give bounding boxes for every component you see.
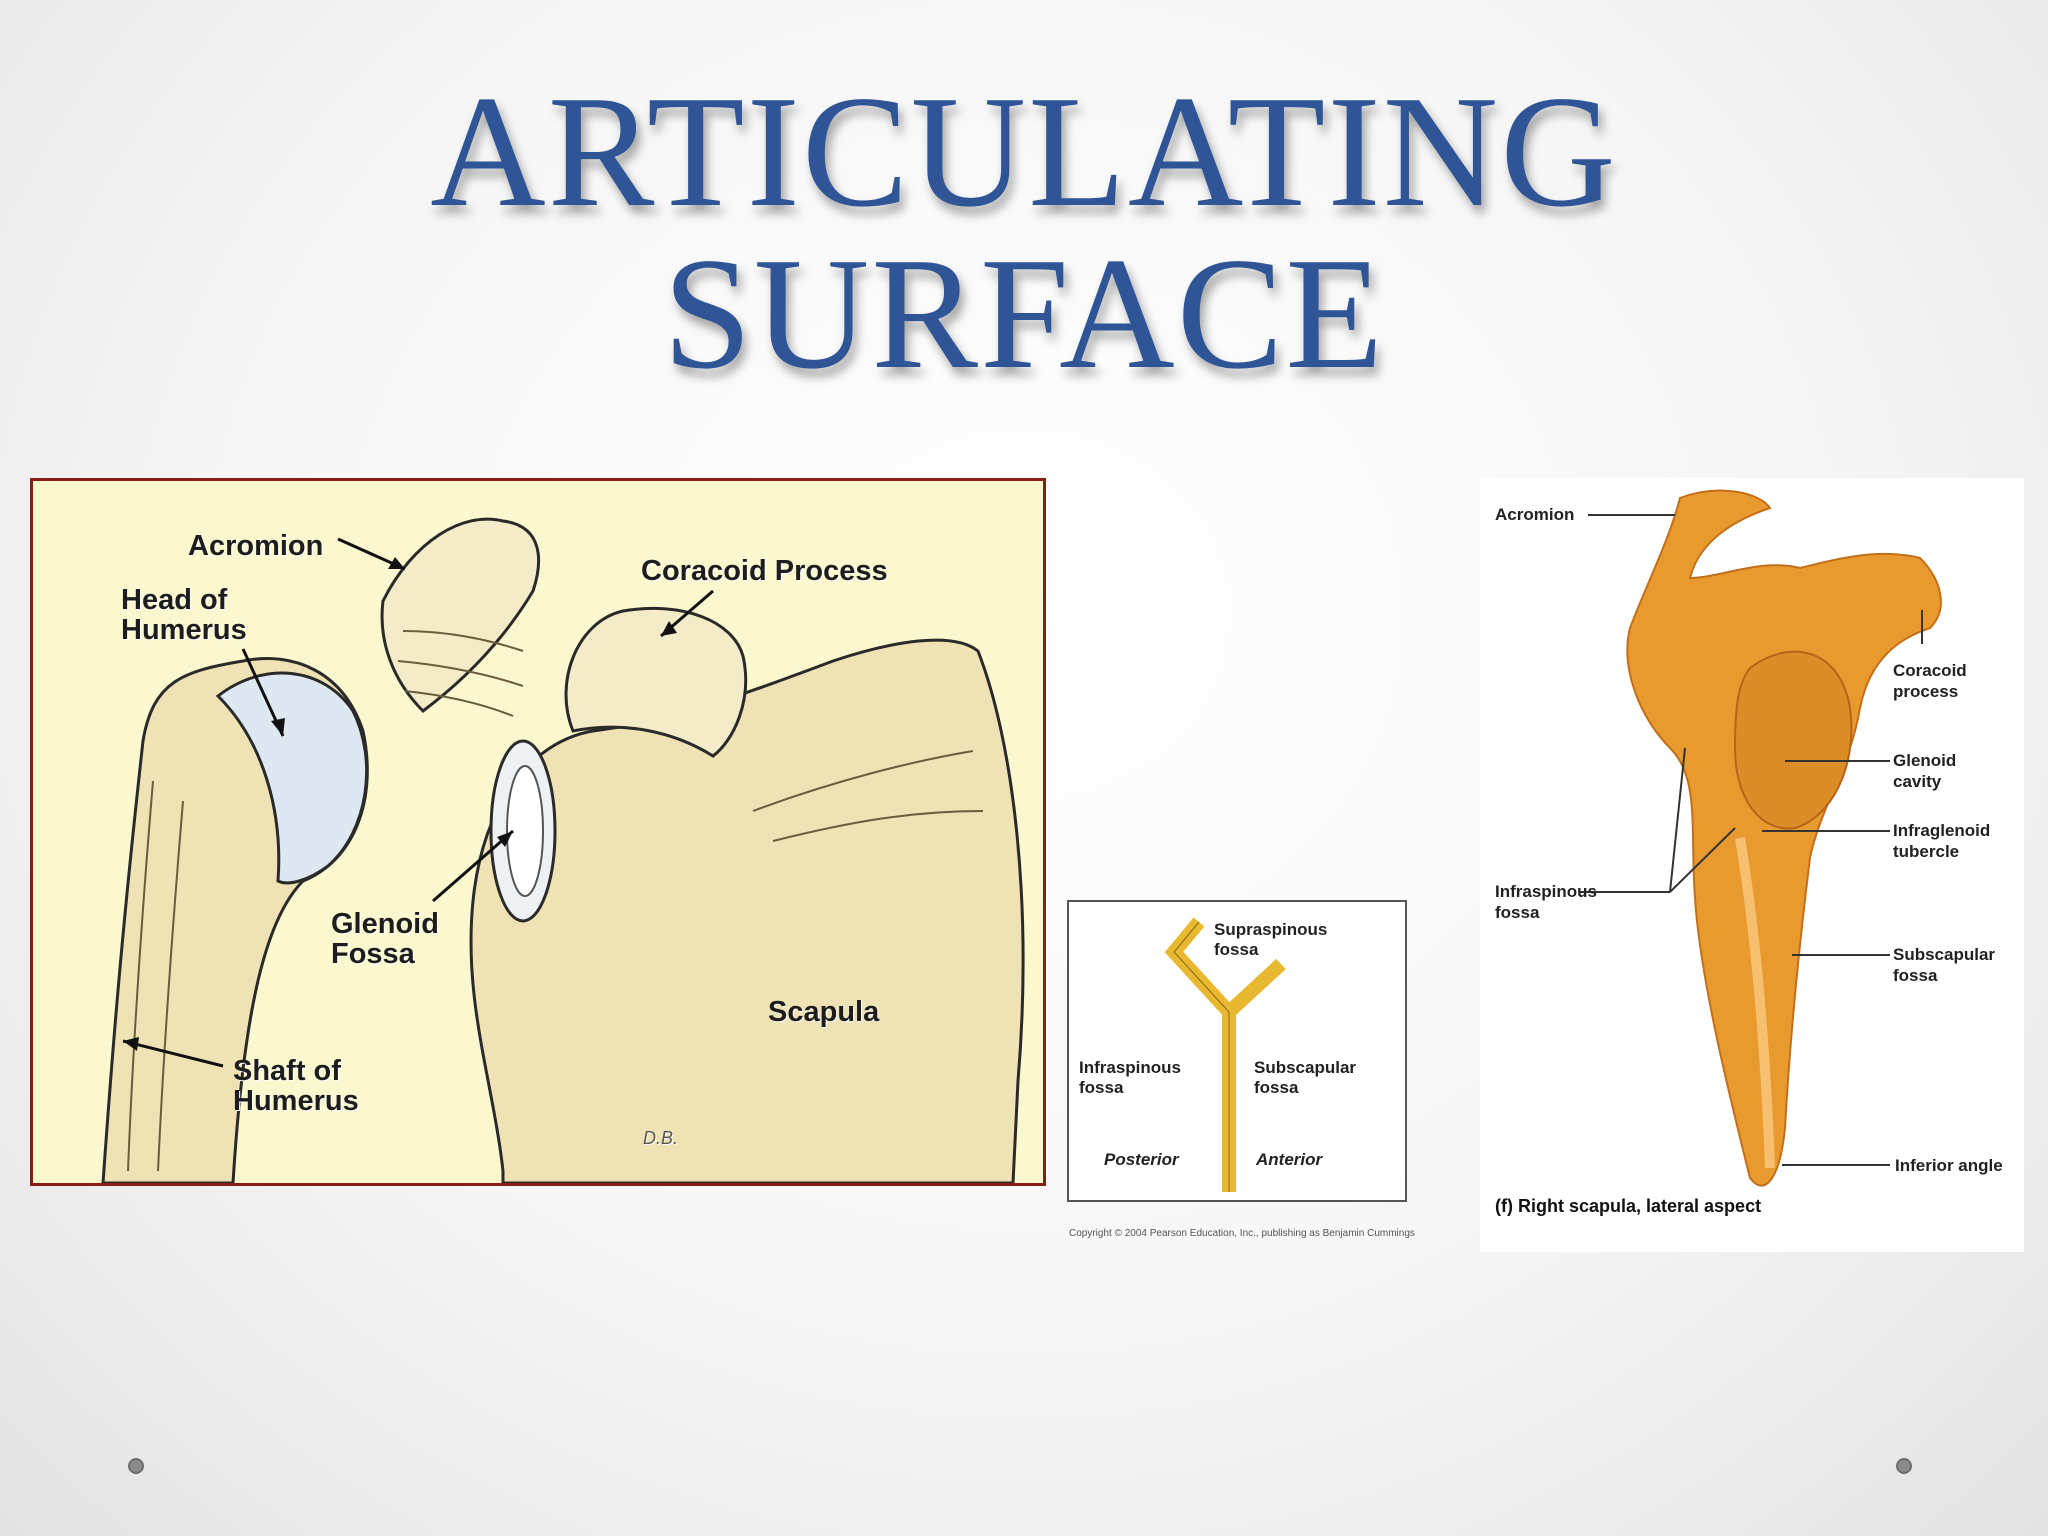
humerus-head-shape — [215, 671, 369, 885]
fossa-schematic: Supraspinous fossa Infraspinous fossa Su… — [1067, 900, 1407, 1202]
label-infraspinous-fossa-lateral: Infraspinous fossa — [1495, 882, 1598, 922]
label-subscapular-fossa: Subscapular fossa — [1254, 1058, 1357, 1097]
figure-caption: (f) Right scapula, lateral aspect — [1495, 1196, 1762, 1216]
slide-corner-dot-right — [1896, 1458, 1912, 1474]
label-coracoid-process: Coracoid Process — [641, 555, 888, 587]
label-posterior: Posterior — [1104, 1150, 1179, 1169]
coracoid-shape — [564, 606, 748, 758]
label-anterior: Anterior — [1256, 1150, 1323, 1169]
shoulder-joint-illustration: Acromion Head of Humerus Coracoid Proces… — [30, 478, 1046, 1186]
slide-title-line-1: ARTICULATING — [430, 62, 1618, 240]
label-supraspinous-fossa: Supraspinous fossa — [1214, 920, 1328, 959]
label-glenoid-fossa: Glenoid Fossa — [331, 908, 439, 970]
artist-signature: D.B. — [643, 1128, 679, 1148]
acromion-shape — [380, 517, 540, 713]
slide-title: ARTICULATING SURFACE — [0, 70, 2048, 394]
y-shape — [1164, 917, 1236, 1192]
scapula-lateral-drawing — [1580, 489, 1942, 1187]
label-subscapular-fossa-lateral: Subscapular fossa — [1893, 945, 1996, 985]
scapula-shape — [469, 638, 1025, 1183]
copyright-notice: Copyright © 2004 Pearson Education, Inc.… — [1069, 1228, 1415, 1239]
label-acromion-lateral: Acromion — [1495, 505, 1575, 524]
label-infraglenoid-tubercle: Infraglenoid tubercle — [1893, 821, 1991, 861]
scapula-lateral-illustration: Acromion Coracoid process Glenoid cavity… — [1480, 478, 2024, 1252]
slide-corner-dot-left — [128, 1458, 144, 1474]
glenoid-cavity-shape — [1733, 650, 1853, 830]
slide-title-line-2: SURFACE — [662, 224, 1386, 402]
label-coracoid-process-lateral: Coracoid process — [1893, 661, 1967, 701]
label-scapula: Scapula — [768, 996, 880, 1028]
scapula-lateral-shape — [1626, 489, 1942, 1187]
label-acromion: Acromion — [188, 530, 324, 562]
label-infraspinous-fossa: Infraspinous fossa — [1079, 1058, 1182, 1097]
label-inferior-angle: Inferior angle — [1895, 1156, 2003, 1175]
label-shaft-of-humerus: Shaft of Humerus — [233, 1055, 359, 1117]
shoulder-joint-drawing — [101, 517, 1025, 1183]
y-shape-drawing — [1164, 917, 1286, 1192]
label-head-of-humerus: Head of Humerus — [121, 584, 247, 646]
label-glenoid-cavity: Glenoid cavity — [1893, 751, 1957, 791]
